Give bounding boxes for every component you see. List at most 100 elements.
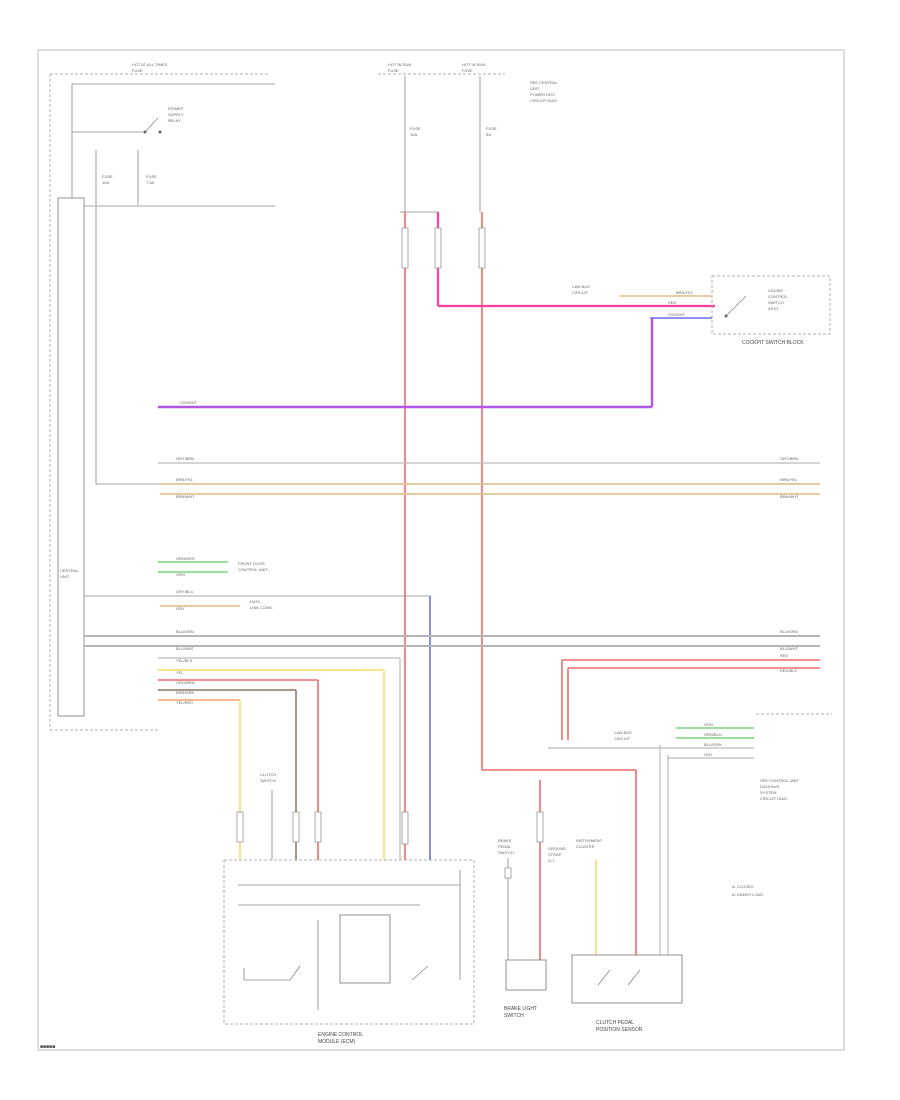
svg-text:SWITCH: SWITCH	[504, 1013, 524, 1019]
gray-bus-top: GRY/BRN GRY/BRN	[158, 456, 820, 464]
svg-text:STRAP: STRAP	[548, 852, 562, 857]
brake-light-switch: BRAKE LIGHT SWITCH	[504, 959, 547, 1019]
svg-text:YEL/RED: YEL/RED	[176, 700, 193, 705]
svg-text:SWITCH: SWITCH	[260, 778, 276, 783]
svg-text:SEE CONTROL UNIT: SEE CONTROL UNIT	[760, 778, 800, 783]
svg-text:BLU/GRN: BLU/GRN	[780, 629, 798, 634]
svg-text:BRN/WHT: BRN/WHT	[780, 494, 799, 499]
svg-text:BRN/GRN: BRN/GRN	[176, 690, 195, 695]
svg-text:BLU/GRN: BLU/GRN	[176, 629, 194, 634]
svg-text:FRONT DOOR: FRONT DOOR	[238, 561, 265, 566]
green-connector: GRN/WHT GRN FRONT DOOR CONTROL UNIT	[158, 556, 268, 577]
power-relay: POWER SUPPLY RELAY	[71, 83, 275, 198]
red-bus-right: RED RED/BLK	[561, 653, 820, 740]
svg-text:A: CLOSED: A: CLOSED	[732, 884, 753, 889]
svg-text:GRY: GRY	[176, 606, 185, 611]
cockpit-switch-block: CRUISE CONTROL SWITCH ASSY COCKPIT SWITC…	[572, 275, 831, 346]
svg-text:HOT IN RUN: HOT IN RUN	[462, 62, 485, 67]
diagram-frame	[37, 49, 845, 1051]
svg-text:BLU/WHT: BLU/WHT	[176, 646, 195, 651]
gray-bus-lower: BLU/GRN BLU/WHT BLU/GRN BLU/WHT	[84, 629, 820, 651]
svg-text:VIO/WHT: VIO/WHT	[180, 400, 198, 405]
svg-text:CIRCUIT: CIRCUIT	[572, 290, 589, 295]
instrument-cluster-label: INSTRUMENT CLUSTER	[576, 838, 603, 955]
orange-stub: YEL/RED	[158, 699, 244, 860]
svg-text:GRN: GRN	[176, 572, 185, 577]
red-stub: ORG/BRN	[158, 679, 322, 860]
svg-text:CONTROL UNIT: CONTROL UNIT	[238, 567, 268, 572]
data-link-connector: GRY/BLU GRY DATA LINK CONN.	[84, 589, 431, 860]
svg-text:BLU/GRN: BLU/GRN	[704, 742, 722, 747]
fuse-header-left: HOT AT ALL TIMES FUSE	[50, 62, 270, 75]
svg-text:BRN/YEL: BRN/YEL	[676, 290, 694, 295]
svg-text:BRN/WHT: BRN/WHT	[176, 494, 195, 499]
svg-text:CLUTCH PEDAL: CLUTCH PEDAL	[596, 1020, 634, 1026]
svg-text:POWER: POWER	[168, 106, 183, 111]
svg-text:5A: 5A	[486, 132, 491, 137]
svg-text:YEL: YEL	[176, 670, 184, 675]
svg-text:GRN/BLU: GRN/BLU	[704, 732, 722, 737]
svg-text:SUPPLY: SUPPLY	[168, 112, 184, 117]
svg-text:CRUISE: CRUISE	[768, 288, 783, 293]
purple-wire: VIO/WHT	[158, 318, 654, 409]
svg-text:GRN: GRN	[704, 722, 713, 727]
svg-text:FUSE: FUSE	[410, 126, 421, 131]
gray-stub: YEL/BLK	[158, 657, 401, 860]
svg-text:ENGINE CONTROL: ENGINE CONTROL	[318, 1032, 363, 1038]
svg-text:GRY/BLU: GRY/BLU	[176, 589, 194, 594]
svg-text:CONTROL: CONTROL	[768, 294, 788, 299]
svg-text:LINK CONN.: LINK CONN.	[250, 605, 273, 610]
svg-text:FUSE: FUSE	[462, 68, 473, 73]
svg-text:■■■■■: ■■■■■	[40, 1044, 55, 1050]
svg-text:SEE CENTRAL: SEE CENTRAL	[530, 80, 559, 85]
fuse-a: FUSE 10A	[84, 150, 275, 207]
svg-text:POWER DIST.: POWER DIST.	[530, 92, 556, 97]
pink-wire	[434, 212, 715, 308]
svg-text:DATA BUS: DATA BUS	[760, 784, 780, 789]
svg-text:BLU/WHT: BLU/WHT	[780, 646, 799, 651]
svg-text:POSITION SENSOR: POSITION SENSOR	[596, 1027, 643, 1033]
svg-text:DATA: DATA	[250, 599, 260, 604]
svg-text:BRAKE LIGHT: BRAKE LIGHT	[504, 1006, 537, 1012]
svg-text:GRY/BRN: GRY/BRN	[176, 456, 194, 461]
svg-text:MODULE (ECM): MODULE (ECM)	[318, 1039, 356, 1045]
fuse-header-mid: HOT IN RUN FUSE	[388, 62, 411, 73]
page-code: ■■■■■	[40, 1044, 55, 1050]
svg-text:FUSE: FUSE	[132, 68, 143, 73]
svg-text:10A: 10A	[410, 132, 417, 137]
svg-text:ORG/BRN: ORG/BRN	[176, 680, 195, 685]
svg-text:GROUND: GROUND	[548, 846, 566, 851]
svg-text:CLUSTER: CLUSTER	[576, 844, 595, 849]
left-module: CENTRAL UNIT	[49, 74, 160, 731]
svg-text:BRAKE: BRAKE	[498, 838, 512, 843]
svg-text:UNIT: UNIT	[530, 86, 540, 91]
svg-text:FUSE: FUSE	[146, 174, 157, 179]
svg-text:BRN/YEL: BRN/YEL	[176, 477, 194, 482]
svg-text:GRN/WHT: GRN/WHT	[176, 556, 196, 561]
svg-text:RED: RED	[780, 653, 789, 658]
red-wire-fuse-c	[401, 212, 409, 860]
svg-text:GRY: GRY	[704, 752, 713, 757]
svg-text:RED: RED	[668, 300, 677, 305]
ground-strap: GROUND STRAP G-1	[536, 780, 566, 960]
top-right-note: SEE CENTRAL UNIT POWER DIST. CIRCUIT DIA…	[530, 80, 559, 103]
svg-text:HOT IN RUN: HOT IN RUN	[388, 62, 411, 67]
svg-text:CENTRAL: CENTRAL	[60, 568, 79, 573]
svg-text:RED/BLK: RED/BLK	[780, 668, 797, 673]
svg-text:10A: 10A	[102, 180, 109, 185]
fuse-header-right: HOT IN RUN FUSE	[378, 62, 505, 75]
svg-text:SWITCH: SWITCH	[498, 850, 514, 855]
fuse-c: FUSE 10A	[400, 76, 438, 213]
svg-text:FUSE: FUSE	[102, 174, 113, 179]
svg-text:VIO/WHT: VIO/WHT	[668, 312, 686, 317]
svg-text:CAN BUS: CAN BUS	[572, 284, 590, 289]
svg-text:SYSTEM: SYSTEM	[760, 790, 776, 795]
svg-text:PEDAL: PEDAL	[498, 844, 512, 849]
svg-text:CAN BUS: CAN BUS	[614, 730, 632, 735]
svg-text:B: UNDER LOAD: B: UNDER LOAD	[732, 892, 763, 897]
svg-text:SWITCH: SWITCH	[768, 300, 784, 305]
svg-text:FUSE: FUSE	[486, 126, 497, 131]
svg-text:BRN/YEL: BRN/YEL	[780, 477, 798, 482]
brown-stub: BRN/GRN	[158, 689, 300, 860]
